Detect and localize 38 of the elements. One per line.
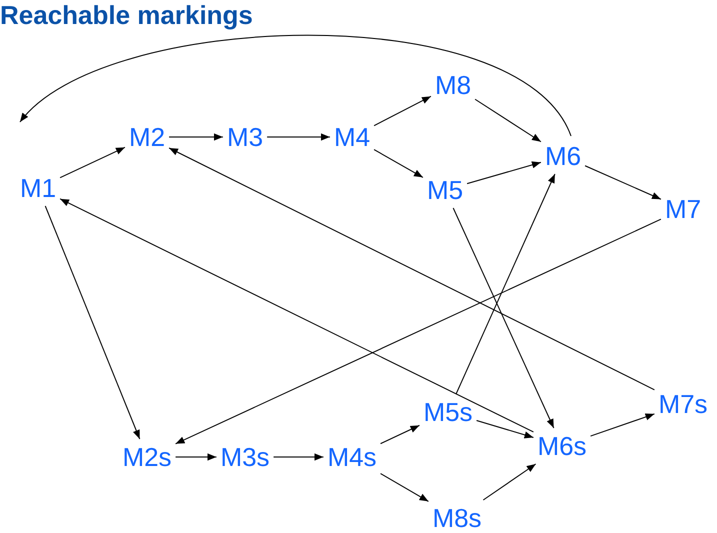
- arrow: [374, 149, 424, 178]
- arrow: [482, 464, 536, 500]
- marking-label: M8: [434, 71, 472, 99]
- title: Reachable markings: [0, 0, 253, 30]
- arrow: [452, 208, 554, 428]
- marking-label: M5: [426, 176, 464, 204]
- marking-label: M6: [544, 142, 582, 170]
- arrow: [380, 473, 429, 502]
- marking-label: M2: [128, 123, 166, 151]
- arrow: [175, 218, 662, 444]
- marking-label: M3: [226, 123, 264, 151]
- arrow: [584, 165, 662, 200]
- marking-label: M4: [334, 123, 370, 151]
- marking-label: M7s: [658, 390, 708, 418]
- arrow: [266, 133, 330, 141]
- arrow: [60, 198, 534, 432]
- arrow: [590, 413, 655, 437]
- arrow: [476, 420, 534, 438]
- marking-label: M7: [664, 195, 702, 223]
- arrow: [380, 424, 420, 444]
- arrow: [20, 34, 572, 136]
- arrow: [456, 174, 556, 394]
- marking-label: M6s: [537, 432, 587, 460]
- arrow: [168, 148, 655, 390]
- arrow: [175, 453, 217, 461]
- marking-label: M5s: [423, 398, 473, 426]
- arrow: [44, 206, 140, 440]
- arrow: [273, 453, 324, 461]
- marking-label: M8s: [432, 504, 482, 532]
- arrow: [374, 96, 432, 126]
- arrow: [168, 133, 224, 141]
- marking-label: M1: [20, 174, 56, 202]
- arrow: [60, 146, 126, 178]
- marking-label: M4s: [327, 443, 377, 471]
- marking-label: M2s: [122, 443, 172, 471]
- arrow: [474, 98, 542, 142]
- marking-label: M3s: [220, 443, 270, 471]
- arrow: [466, 161, 542, 184]
